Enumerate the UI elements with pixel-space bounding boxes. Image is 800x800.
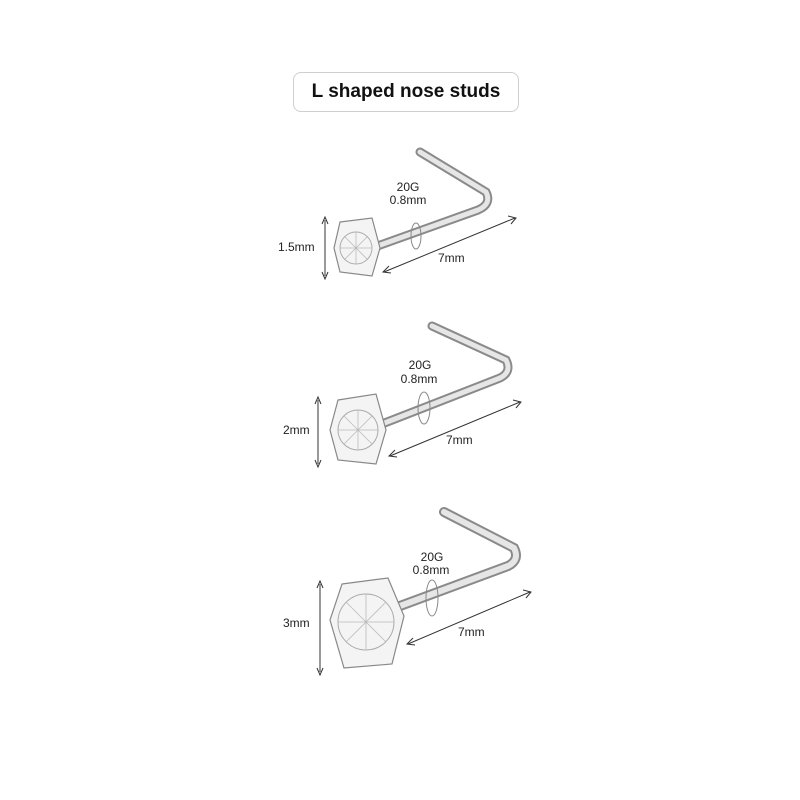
nose-stud-illustration [321, 147, 517, 281]
thickness-label: 0.8mm [389, 193, 427, 207]
stud-1-5mm: 1.5mm 20G 0.8mm 7mm [0, 0, 800, 300]
length-dimension-line [389, 401, 521, 457]
thickness-label: 0.8mm [412, 563, 450, 577]
length-label: 7mm [446, 433, 473, 447]
stud-size-label: 2mm [283, 423, 310, 437]
gauge-label: 20G [420, 550, 444, 564]
gauge-label: 20G [408, 358, 432, 372]
length-dimension-line [383, 217, 516, 273]
stud-size-label: 1.5mm [278, 240, 315, 254]
length-label: 7mm [438, 251, 465, 265]
thickness-label: 0.8mm [400, 372, 438, 386]
stud-size-label: 3mm [283, 616, 310, 630]
title-label: L shaped nose studs [293, 72, 519, 112]
gauge-label: 20G [396, 180, 420, 194]
length-label: 7mm [458, 625, 485, 639]
length-dimension-line [407, 591, 531, 645]
